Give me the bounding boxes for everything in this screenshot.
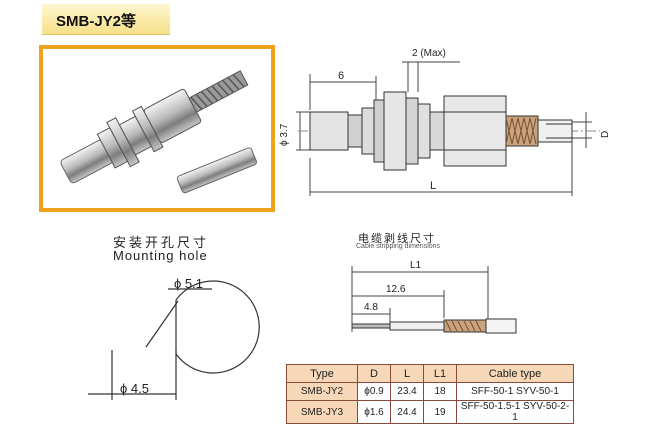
stripping-48-label: 4.8 [364,302,378,313]
table-row: SMB-JY2 ϕ0.9 23.4 18 SFF-50-1 SYV-50-1 [286,382,574,401]
stripping-title-en: Cable stripping dimensions [356,243,441,250]
connector-photo-illustration [60,70,257,194]
dim-6-label: 6 [338,70,345,82]
dim-2max-label: 2 (Max) [412,48,446,59]
table-cell: 19 [423,400,457,424]
product-photo [39,45,275,212]
table-cell: SFF-50-1 SYV-50-1 [456,382,574,401]
mounting-title-en: Mounting hole [113,248,208,263]
page-title: SMB-JY2等 [56,13,137,30]
table-header-cell: L1 [423,364,457,383]
dim-d-label: D [600,130,611,138]
table-header-cell: Type [286,364,358,383]
table-header-cell: D [357,364,391,383]
table-cell: SMB-JY2 [286,382,358,401]
table-header-cell: L [390,364,424,383]
table-cell: SFF-50-1.5-1 SYV-50-2-1 [456,400,574,424]
table-cell: 24.4 [390,400,424,424]
stripping-l1-label: L1 [410,260,422,271]
table-header-row: Type D L L1 Cable type [286,364,574,383]
table-cell: SMB-JY3 [286,400,358,424]
table-cell: ϕ0.9 [357,382,391,401]
table-cell: ϕ1.6 [357,400,391,424]
dim-l-label: L [430,180,437,192]
dim-phi37-label: ϕ 3.7 [279,123,290,146]
mounting-title-cn: 安装开孔尺寸 [113,235,210,250]
mounting-phi45-label: ϕ 4.5 [120,381,149,396]
title-banner: SMB-JY2等 [42,4,170,35]
stripping-title-cn: 电缆剥线尺寸 [358,233,436,245]
table-cell: 18 [423,382,457,401]
table-row: SMB-JY3 ϕ1.6 24.4 19 SFF-50-1.5-1 SYV-50… [286,400,574,424]
stripping-126-label: 12.6 [386,284,406,295]
mounting-phi51-label: ϕ 5.1 [174,276,203,291]
table-cell: 23.4 [390,382,424,401]
table-header-cell: Cable type [456,364,574,383]
spec-table: Type D L L1 Cable type SMB-JY2 ϕ0.9 23.4… [286,364,574,424]
